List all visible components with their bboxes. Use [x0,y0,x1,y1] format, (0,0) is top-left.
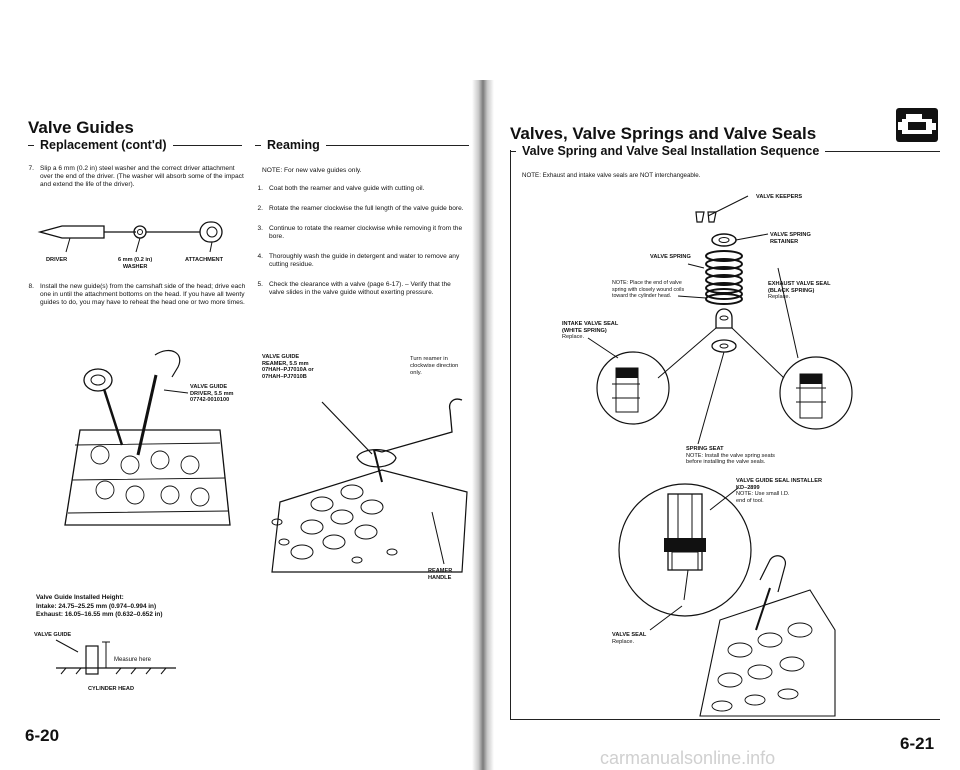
valve-guide-driver-label: VALVE GUIDE DRIVER, 5.5 mm 07742-0010100 [190,384,234,404]
washer-label: 6 mm (0.2 in) WASHER [118,257,152,270]
driver-assembly-diagram [37,221,223,253]
section-title: Replacement (cont'd) [40,138,167,152]
retainer-label: VALVE SPRING RETAINER [770,232,811,245]
engine-icon [898,114,936,134]
spring-seat-label: SPRING SEAT NOTE: Install the valve spri… [686,446,775,466]
step-number: 1. [257,185,264,192]
label-line: HANDLE [428,574,452,581]
step-text: Continue to rotate the reamer clockwise … [269,225,463,240]
label-line: SPRING SEAT [686,446,724,452]
section-title: Valve Spring and Valve Seal Installation… [522,144,820,158]
step-text: Install the new guide(s) from the camsha… [40,283,246,306]
step-number: 4. [257,253,264,260]
right-page-frame-line [510,150,511,720]
attachment-label: ATTACHMENT [185,257,224,263]
seal-installer-illustration [618,483,836,717]
label-line: 07742-0010100 [190,397,230,403]
label-line: Turn reamer in [410,356,448,362]
label-line: VALVE GUIDE [190,384,228,390]
page-title-left: Valve Guides [28,118,134,137]
measure-here-label: Measure here [114,657,152,663]
step-number: 8. [28,283,35,290]
label-line: (WHITE SPRING) [562,327,607,334]
step-text: Rotate the reamer clockwise the full len… [269,205,464,212]
step-text: Check the clearance with a valve (page 6… [269,281,451,296]
label-line: spring with closely wound coils [612,286,685,293]
exhaust-seal-label: EXHAUST VALVE SEAL (BLACK SPRING) Replac… [768,281,831,301]
reaming-illustration [271,398,468,573]
label-line: clockwise direction [410,363,459,369]
valve-guide-label: VALVE GUIDE [34,632,72,638]
label-line: DRIVER, 5.5 mm [190,390,234,397]
label-line: Replace. [768,294,791,300]
intake-seal-label: INTAKE VALVE SEAL (WHITE SPRING) Replace… [562,321,618,341]
step-text: Slip a 6 mm (0.2 in) steel washer and th… [40,165,244,188]
section-header-reaming: Reaming [255,138,469,152]
book-spine [472,80,494,770]
seal-note: NOTE: Exhaust and intake valve seals are… [522,172,701,179]
label-line: 07HAH–PJ7010B [262,373,307,380]
reamer-handle-label: REAMER HANDLE [428,568,452,581]
label-line: KD–2899 [736,484,760,491]
label-line: (BLACK SPRING) [768,287,815,294]
seal-installer-label: VALVE GUIDE SEAL INSTALLER KD–2899 NOTE:… [736,478,822,504]
reaming-steps: 1. Coat both the reamer and valve guide w… [253,185,468,304]
step-7: 7. Slip a 6 mm (0.2 in) steel washer and … [24,165,246,196]
cylinder-head-label: CYLINDER HEAD [88,686,134,692]
section-header-replacement: Replacement (cont'd) [28,138,242,152]
label-line: NOTE: Use small I.D. [736,491,790,497]
label-line: Replace. [562,334,585,340]
step-number: 5. [257,281,264,288]
spec-title: Valve Guide Installed Height: [36,594,124,601]
label-line: before installing the valve seals. [686,459,766,465]
label-line: VALVE GUIDE [262,354,300,360]
label-line: VALVE SPRING [770,232,811,238]
step-number: 3. [257,225,264,232]
spec-intake: Intake: 24.75–25.25 mm (0.974–0.994 in) [36,602,157,610]
label-line: VALVE GUIDE SEAL INSTALLER [736,478,822,484]
installed-height-diagram [55,639,176,675]
label-line: EXHAUST VALVE SEAL [768,281,831,287]
valve-keepers-label: VALVE KEEPERS [756,194,803,200]
page-number-left: 6-20 [25,726,60,745]
valve-spring-label: VALVE SPRING [650,254,691,260]
section-title: Reaming [267,138,320,152]
step-number: 7. [28,165,35,172]
label-line: toward the cylinder head. [612,293,672,299]
valve-seal-label: VALVE SEAL Replace. [612,632,646,645]
turn-direction-note: Turn reamer in clockwise direction only. [410,356,458,377]
label-line: INTAKE VALVE SEAL [562,321,619,327]
washer-size: 6 mm (0.2 in) [118,257,153,263]
label-line: only. [410,370,422,376]
label-line: RETAINER [770,238,799,245]
label-line: REAMER, 5.5 mm [262,360,309,367]
label-line: VALVE SEAL [612,632,647,638]
page-number-right: 6-21 [900,734,935,753]
label-line: end of tool. [736,497,764,504]
label-line: Replace. [612,638,635,645]
label-line: NOTE: Install the valve spring seats [686,452,775,459]
spring-orientation-note: NOTE: Place the end of valve spring with… [612,280,684,300]
section-header-installation: Valve Spring and Valve Seal Installation… [510,144,940,158]
page-title-right: Valves, Valve Springs and Valve Seals [510,124,817,143]
washer-word: WASHER [122,263,148,270]
guide-driving-illustration [64,350,231,526]
label-line: 07HAH–PJ7010A or [262,367,314,373]
spec-exhaust: Exhaust: 16.05–16.55 mm (0.632–0.652 in) [36,611,163,618]
valve-spring-assembly-diagram [587,195,853,445]
step-text: Coat both the reamer and valve guide wit… [269,185,425,192]
step-8: 8. Install the new guide(s) from the cams… [24,283,246,314]
reamer-label: VALVE GUIDE REAMER, 5.5 mm 07HAH–PJ7010A… [262,354,314,380]
step-number: 2. [257,205,264,212]
step-text: Thoroughly wash the guide in detergent a… [269,253,460,268]
engine-tab-icon [896,108,938,142]
label-line: REAMER [428,568,453,574]
driver-label: DRIVER [46,257,68,263]
reaming-note: NOTE: For new valve guides only. [262,167,362,174]
watermark: carmanualsonline.info [600,748,776,768]
label-line: NOTE: Place the end of valve [612,280,682,286]
right-page-bottom-line [510,719,940,720]
installed-height-spec: Valve Guide Installed Height: Intake: 24… [36,594,162,620]
